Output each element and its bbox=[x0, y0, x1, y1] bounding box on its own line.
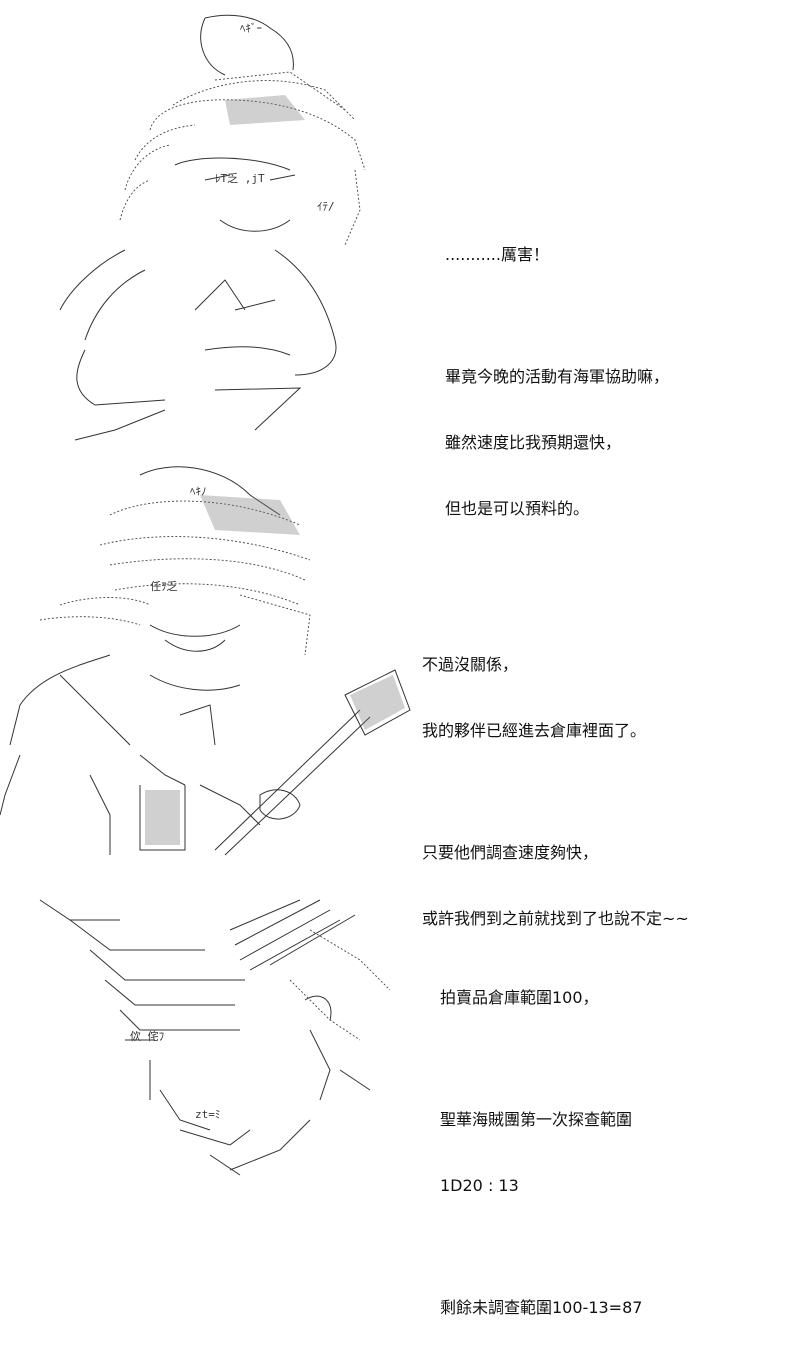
art-label-mouth: ｲﾃ/ bbox=[317, 200, 335, 213]
dialogue-line: 聖華海賊團第一次探查範圍 bbox=[440, 1110, 633, 1129]
dialogue-text-2: 不過沒關係， 我的夥伴已經進去倉庫裡面了。 只要他們調查速度夠快， 或許我們到之… bbox=[422, 610, 689, 974]
dialogue-gap bbox=[422, 786, 689, 798]
dialogue-line: 畢竟今晚的活動有海軍協助嘛， bbox=[445, 367, 670, 386]
dialogue-line: 1D20 : 13 bbox=[440, 1176, 519, 1195]
art-label-mouth: zt=ﾐ bbox=[195, 1108, 220, 1121]
art-label-cap: ﾍｷﾉ bbox=[190, 485, 207, 498]
dialogue-line: ...........厲害！ bbox=[445, 245, 549, 264]
dialogue-line: 雖然速度比我預期還快， bbox=[445, 433, 622, 452]
ascii-art-drawing: zt=ﾐ 佽 侘ﾌ bbox=[39, 899, 391, 1176]
art-label-face: 任ｦ乏 bbox=[150, 580, 178, 593]
dialogue-text-1: ...........厲害！ 畢竟今晚的活動有海軍協助嘛， 雖然速度比我預期還快… bbox=[445, 200, 669, 564]
ascii-art-drawing: ﾍｷﾉ 任ｦ乏 bbox=[0, 466, 411, 856]
dialogue-gap bbox=[440, 1241, 642, 1253]
dialogue-gap bbox=[445, 310, 669, 322]
ascii-art-closeup-face: zt=ﾐ 佽 侘ﾌ bbox=[30, 890, 410, 1180]
ascii-art-girl-with-hammer: ﾍｷﾉ 任ｦ乏 bbox=[0, 455, 420, 875]
dialogue-line: 只要他們調查速度夠快， bbox=[422, 843, 599, 862]
dialogue-text-3: 拍賣品倉庫範圍100， 聖華海賊團第一次探查範圍 1D20 : 13 剩餘未調查… bbox=[440, 943, 642, 1363]
dialogue-line: 剩餘未調查範圍100-13=87 bbox=[440, 1298, 643, 1317]
art-label-face: ﾚT乏 ,jT bbox=[215, 172, 265, 185]
panel-1: ﾍｷﾞｰ ﾚT乏 ,jT ｲﾃ/ ...........厲害！ 畢竟今晚的活動有… bbox=[0, 0, 800, 518]
dialogue-line: 不過沒關係， bbox=[422, 655, 519, 674]
dialogue-gap bbox=[440, 1053, 642, 1065]
dialogue-line: 拍賣品倉庫範圍100， bbox=[440, 988, 599, 1007]
art-label-eyes: 佽 侘ﾌ bbox=[130, 1029, 164, 1043]
dialogue-line: 或許我們到之前就找到了也說不定~~ bbox=[422, 909, 689, 928]
art-label-cap: ﾍｷﾞｰ bbox=[240, 22, 262, 35]
panel-3: zt=ﾐ 佽 侘ﾌ 拍賣品倉庫範圍100， 聖華海賊團第一次探查範圍 1D20 … bbox=[0, 880, 800, 1317]
dialogue-line: 但也是可以預料的。 bbox=[445, 499, 590, 518]
ascii-art-drawing: ﾍｷﾞｰ ﾚT乏 ,jT ｲﾃ/ bbox=[59, 14, 366, 441]
ascii-art-girl-with-cap: ﾍｷﾞｰ ﾚT乏 ,jT ｲﾃ/ bbox=[55, 10, 375, 450]
dialogue-line: 我的夥伴已經進去倉庫裡面了。 bbox=[422, 721, 647, 740]
panel-2: ﾍｷﾉ 任ｦ乏 不過沒關係， 我的夥伴已經進去倉庫裡面了。 只要他們調查速度夠快… bbox=[0, 455, 800, 928]
